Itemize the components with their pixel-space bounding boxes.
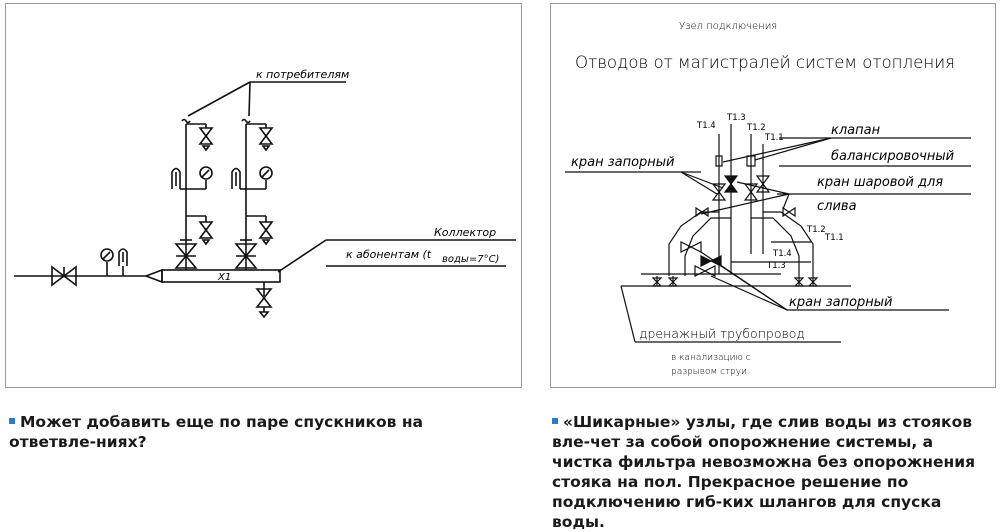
tag-t12: Т1.2: [746, 123, 766, 133]
caption-right-text: «Шикарные» узлы, где слив воды из стояко…: [552, 413, 976, 531]
label-collector: Коллектор: [434, 226, 496, 239]
label-subscribers: к абонентам (t: [346, 248, 432, 261]
bullet-icon: [9, 418, 15, 424]
label-sewer-1: в канализацию с: [671, 353, 751, 363]
label-ball-valve-1: кран шаровой для: [817, 175, 943, 190]
caption-right: «Шикарные» узлы, где слив воды из стояко…: [552, 412, 996, 532]
title-large: Отводов от магистралей систем отопления: [575, 53, 955, 73]
label-consumers: к потребителям: [256, 68, 349, 81]
piping-scheme-left: к потребителям Коллектор к абонентам (t …: [14, 68, 516, 319]
left-diagram-panel: к потребителям Коллектор к абонентам (t …: [5, 3, 522, 388]
label-balancing-1: клапан: [831, 123, 881, 138]
label-balancing-2: балансировочный: [831, 149, 954, 164]
label-water-temp: воды=7°С): [442, 254, 499, 265]
tag-t11: Т1.1: [764, 133, 784, 143]
piping-scheme-right: Узел подключения Отводов от магистралей …: [565, 21, 971, 377]
tag-t12b: Т1.2: [806, 225, 826, 235]
label-x1: X1: [217, 272, 231, 283]
caption-left-text: Может добавить еще по паре спускников на…: [9, 413, 423, 451]
label-valve-shutoff-bottom: кран запорный: [789, 295, 893, 310]
tag-t14: Т1.4: [696, 121, 716, 131]
tag-t13b: Т1.3: [766, 261, 786, 271]
label-sewer-2: разрывом струи: [671, 367, 747, 377]
label-ball-valve-2: слива: [817, 199, 857, 214]
label-drain-pipe: дренажный трубопровод: [639, 326, 805, 341]
label-valve-shutoff-top: кран запорный: [571, 155, 675, 170]
bullet-icon: [552, 418, 558, 424]
tag-t11b: Т1.1: [824, 233, 844, 243]
tag-t13: Т1.3: [726, 113, 746, 123]
title-small: Узел подключения: [679, 21, 777, 32]
right-diagram-panel: Узел подключения Отводов от магистралей …: [550, 3, 996, 388]
caption-left: Может добавить еще по паре спускников на…: [9, 412, 509, 452]
tag-t14b: Т1.4: [772, 249, 792, 259]
